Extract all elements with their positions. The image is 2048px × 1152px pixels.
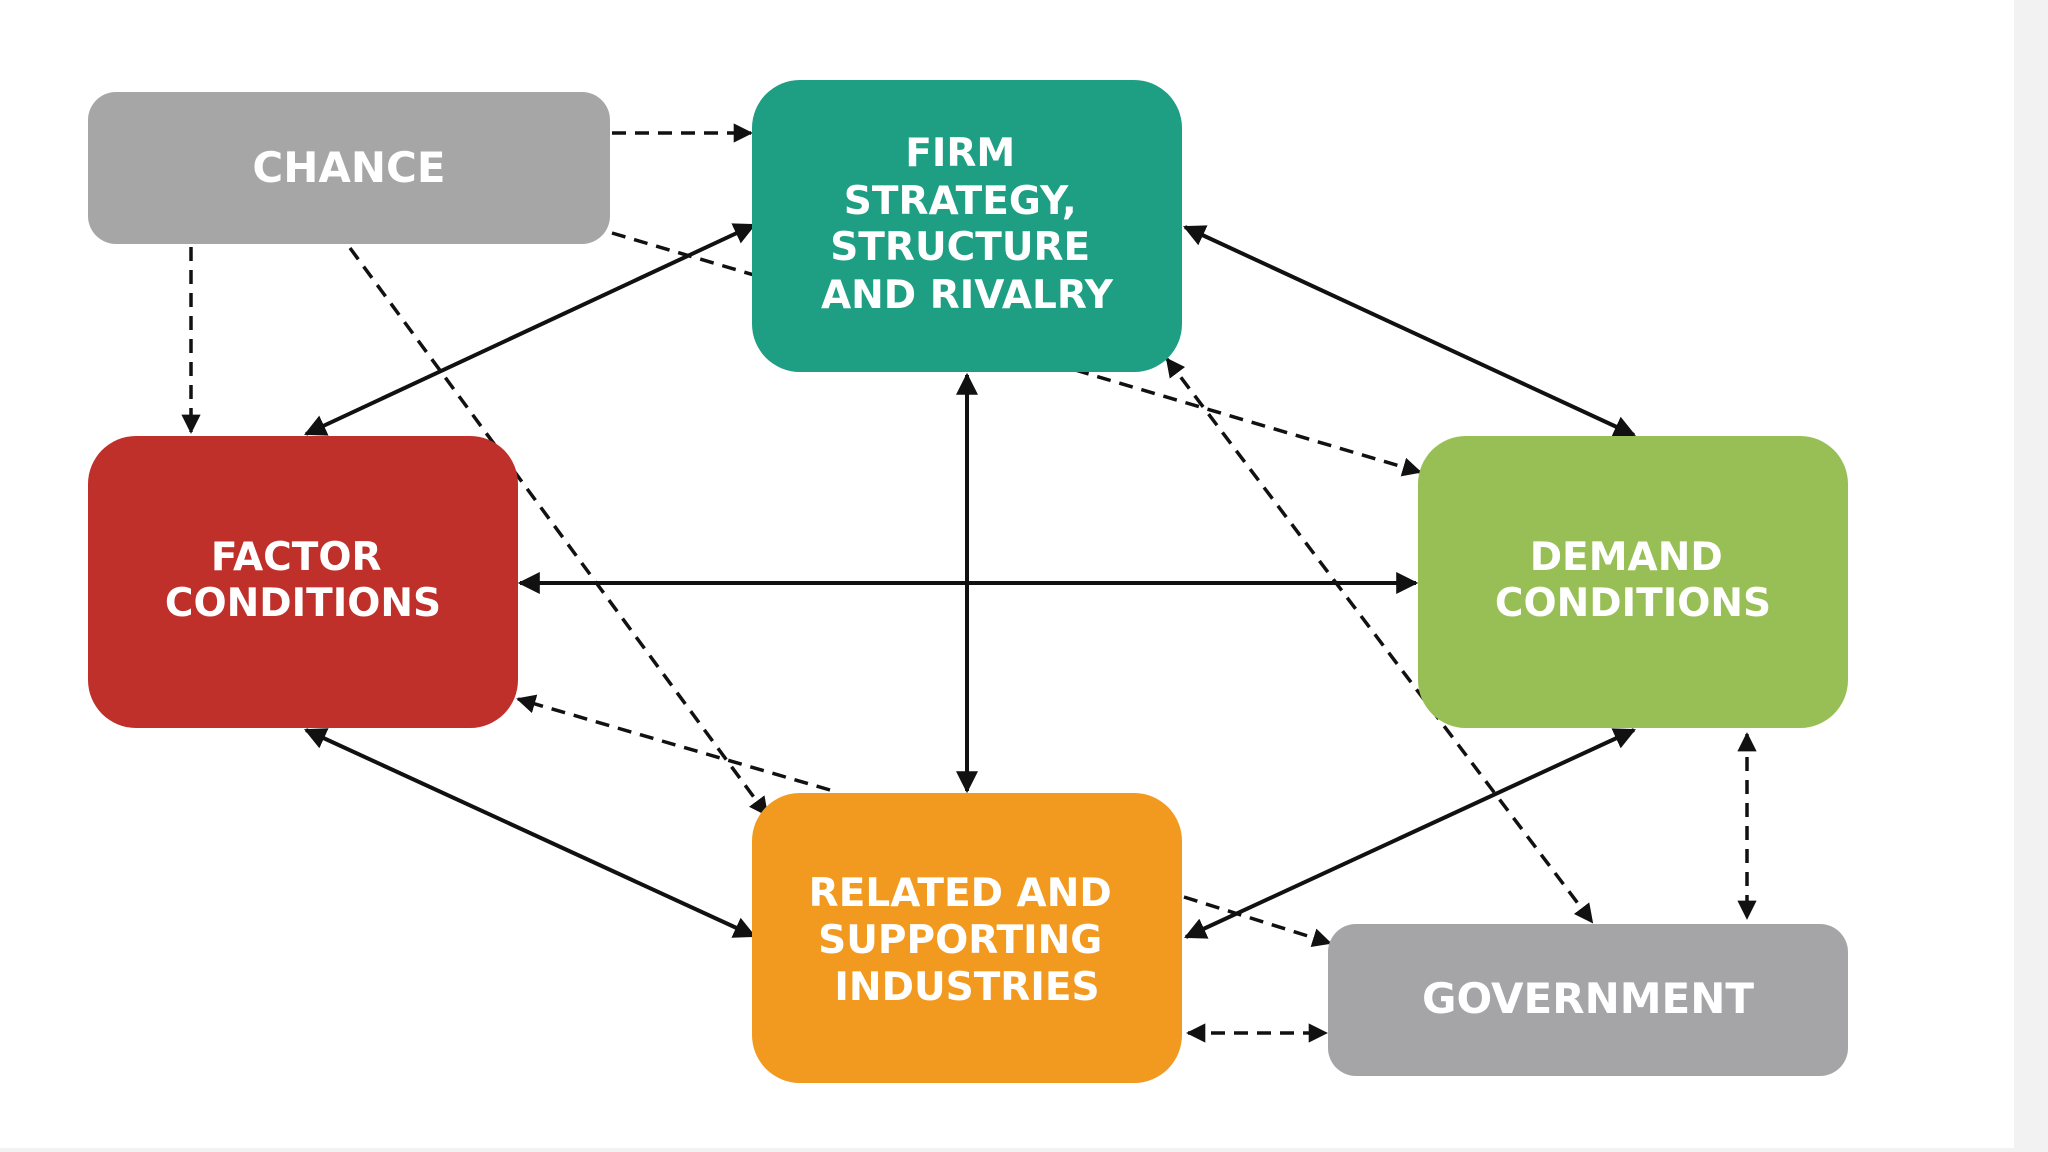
connector-related-demand bbox=[1184, 728, 1636, 939]
node-demand-box bbox=[1418, 436, 1848, 728]
node-related: RELATED AND SUPPORTING INDUSTRIES bbox=[752, 793, 1182, 1083]
node-related-label-line-1: RELATED AND bbox=[809, 871, 1112, 916]
node-firm-label-line-3: STRUCTURE bbox=[830, 225, 1090, 270]
dashed-connector-layer bbox=[181, 123, 1757, 1043]
node-firm-box bbox=[752, 80, 1182, 372]
connector-factor-related bbox=[304, 728, 756, 938]
connector-related-government bbox=[1183, 895, 1332, 947]
connector-related-factor bbox=[516, 694, 831, 792]
node-factor-label: FACTOR CONDITIONS bbox=[165, 535, 441, 626]
node-factor-box bbox=[88, 436, 518, 728]
node-demand-label: DEMAND CONDITIONS bbox=[1495, 535, 1771, 626]
node-government-label-line-1: GOVERNMENT bbox=[1422, 974, 1754, 1023]
node-firm-label-line-1: FIRM bbox=[905, 131, 1015, 176]
node-related-box bbox=[752, 793, 1182, 1083]
node-related-label-line-3: INDUSTRIES bbox=[834, 965, 1099, 1010]
node-factor-label-line-1: FACTOR bbox=[211, 535, 382, 580]
node-related-label-line-2: SUPPORTING bbox=[818, 918, 1102, 963]
node-chance-label: CHANCE bbox=[252, 143, 445, 192]
node-demand: DEMAND CONDITIONS bbox=[1418, 436, 1848, 728]
node-factor: FACTOR CONDITIONS bbox=[88, 436, 518, 728]
node-chance-label-line-1: CHANCE bbox=[252, 143, 445, 192]
node-factor-label-line-2: CONDITIONS bbox=[165, 581, 441, 626]
node-firm: FIRM STRATEGY, STRUCTURE AND RIVALRY bbox=[752, 80, 1182, 372]
node-chance: CHANCE bbox=[88, 92, 610, 244]
right-frame-strip bbox=[2014, 0, 2048, 1152]
connector-firm-factor bbox=[304, 223, 756, 436]
node-related-label: RELATED AND SUPPORTING INDUSTRIES bbox=[809, 871, 1126, 1010]
node-demand-label-line-1: DEMAND bbox=[1530, 535, 1723, 580]
bottom-frame-strip bbox=[0, 1148, 2048, 1152]
node-firm-label-line-2: STRATEGY, bbox=[844, 179, 1077, 224]
node-chance-box bbox=[88, 92, 610, 244]
node-government-label: GOVERNMENT bbox=[1422, 974, 1754, 1023]
connector-firm-demand bbox=[1183, 225, 1636, 437]
node-government: GOVERNMENT bbox=[1328, 924, 1848, 1076]
node-demand-label-line-2: CONDITIONS bbox=[1495, 581, 1771, 626]
connector-chance-related bbox=[348, 246, 769, 817]
node-government-box bbox=[1328, 924, 1848, 1076]
node-firm-label-line-4: AND RIVALRY bbox=[821, 273, 1114, 318]
connector-firm-government bbox=[1165, 357, 1594, 924]
node-firm-label: FIRM STRATEGY, STRUCTURE AND RIVALRY bbox=[821, 131, 1114, 318]
